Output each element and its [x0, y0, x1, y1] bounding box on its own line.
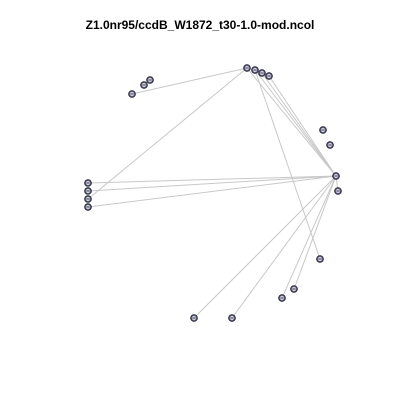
graph-node — [316, 255, 324, 263]
graph-node — [190, 314, 198, 322]
graph-node — [128, 90, 136, 98]
graph-node — [326, 141, 334, 149]
graph-edge — [246, 67, 337, 177]
graph-edge — [261, 72, 337, 177]
graph-edge — [281, 175, 337, 299]
graph-edge — [231, 175, 337, 319]
graph-node — [243, 64, 251, 72]
graph-edge — [87, 67, 248, 200]
graph-node — [84, 203, 92, 211]
graph-node — [265, 72, 273, 80]
graph-node — [334, 187, 342, 195]
graph-node — [146, 76, 154, 84]
node-layer — [84, 64, 342, 322]
graph-edge — [254, 69, 321, 260]
graph-node — [251, 66, 259, 74]
graph-edge — [131, 67, 248, 95]
graph-edge — [268, 75, 337, 177]
graph-edge — [254, 69, 337, 177]
graph-node — [278, 294, 286, 302]
plot-title: Z1.0nr95/ccdB_W1872_t30-1.0-mod.ncol — [85, 18, 315, 32]
graph-node — [84, 179, 92, 187]
graph-edge — [87, 175, 337, 184]
graph-edge — [293, 175, 337, 290]
graph-edge — [193, 175, 337, 319]
graph-node — [140, 81, 148, 89]
graph-edge — [87, 175, 337, 208]
graph-node — [332, 172, 340, 180]
edge-layer — [87, 67, 339, 319]
graph-node — [84, 187, 92, 195]
graph-node — [290, 285, 298, 293]
graph-node — [319, 126, 327, 134]
graph-node — [228, 314, 236, 322]
graph-edge — [87, 175, 337, 192]
graph-node — [84, 195, 92, 203]
graph-node — [258, 69, 266, 77]
